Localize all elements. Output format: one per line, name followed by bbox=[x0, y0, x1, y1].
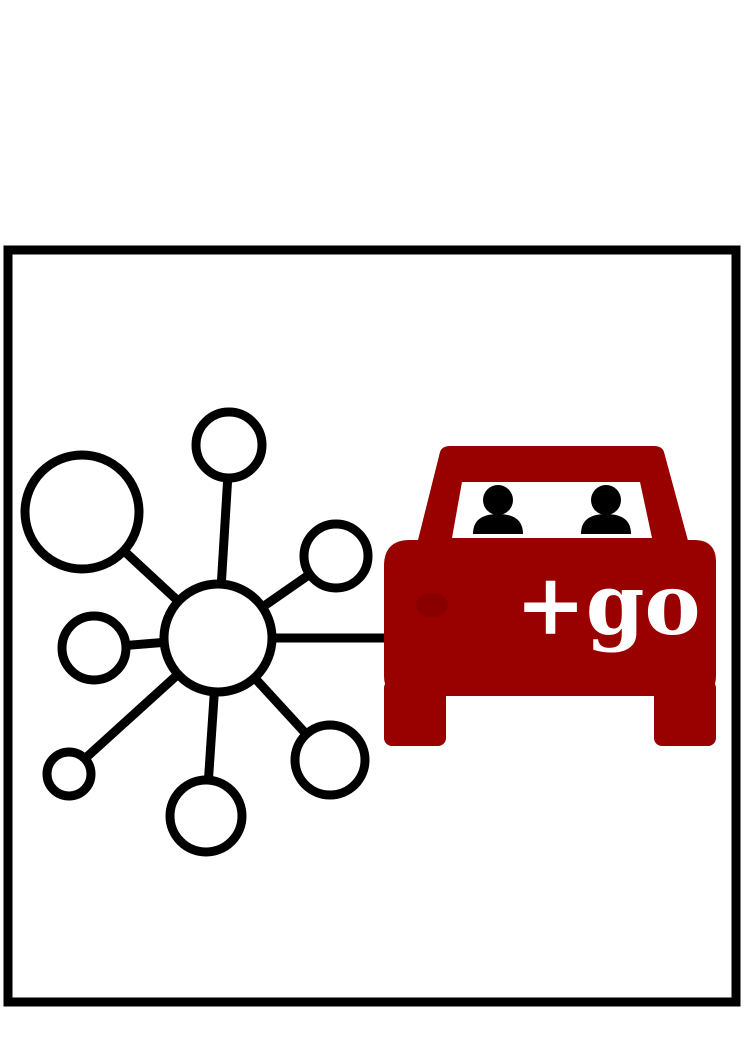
car-windshield bbox=[452, 482, 652, 538]
car-body bbox=[384, 540, 716, 696]
network-node bbox=[290, 720, 370, 800]
network-node bbox=[20, 450, 144, 574]
network-hub-node bbox=[159, 579, 277, 697]
brand-text: +go bbox=[515, 555, 700, 654]
person-icon bbox=[473, 485, 523, 534]
network-node bbox=[42, 747, 96, 801]
network-node bbox=[165, 775, 247, 857]
car-wheel-left bbox=[384, 680, 446, 746]
network-node bbox=[299, 519, 373, 593]
person-icon bbox=[581, 485, 631, 534]
network-node bbox=[191, 407, 267, 483]
network-node bbox=[57, 611, 131, 685]
car-headlight bbox=[416, 593, 448, 617]
network-hub-icon bbox=[20, 407, 405, 857]
car-wheel-right bbox=[654, 680, 716, 746]
